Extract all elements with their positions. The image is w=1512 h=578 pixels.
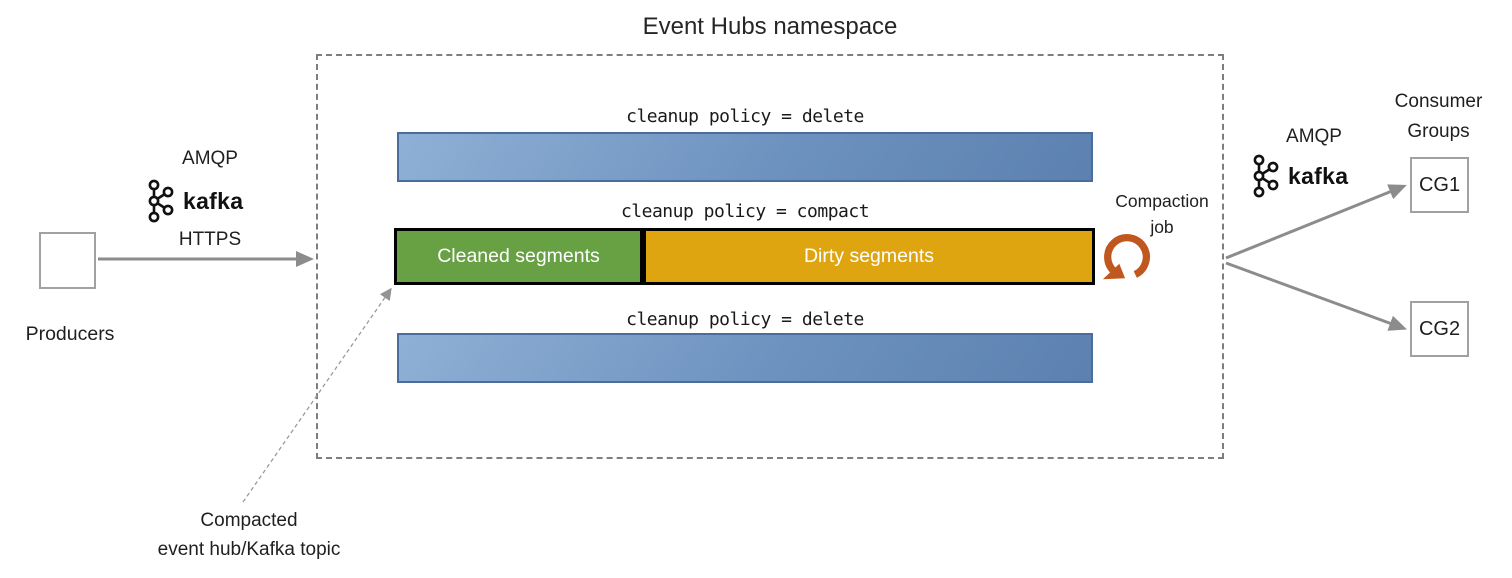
consumers-amqp-label: AMQP xyxy=(1286,126,1342,147)
compaction-loop-icon xyxy=(1102,234,1150,280)
producers-amqp-label: AMQP xyxy=(182,148,238,169)
producers-https-label: HTTPS xyxy=(178,229,242,250)
delete-topic-bar-1 xyxy=(397,132,1093,182)
compaction-label-line2: job xyxy=(1150,217,1174,237)
consumer-group-cg2-box: CG2 xyxy=(1410,301,1469,357)
compaction-job-label: Compaction job xyxy=(1101,188,1223,240)
compacted-topic-annotation: Compacted event hub/Kafka topic xyxy=(128,506,370,564)
consumer-groups-heading-line1: Consumer xyxy=(1394,91,1483,112)
page-title: Event Hubs namespace xyxy=(642,13,898,40)
compaction-label-line1: Compaction xyxy=(1115,191,1209,211)
cg1-label: CG1 xyxy=(1418,173,1461,196)
consumer-groups-heading: Consumer Groups xyxy=(1381,87,1496,147)
cleaned-segments: Cleaned segments xyxy=(397,231,640,282)
kafka-icon xyxy=(148,179,174,223)
kafka-wordmark: kafka xyxy=(1288,162,1349,189)
cleanup-policy-delete-label-1: cleanup policy = delete xyxy=(626,106,864,127)
dirty-segments: Dirty segments xyxy=(646,231,1092,282)
namespace-to-cg2-arrow xyxy=(1225,261,1408,331)
producers-kafka-logo: kafka xyxy=(146,179,243,223)
cg2-label: CG2 xyxy=(1418,317,1461,340)
kafka-icon xyxy=(1253,154,1279,198)
producers-label: Producers xyxy=(25,323,115,345)
cleanup-policy-compact-label: cleanup policy = compact xyxy=(620,201,870,222)
annotation-line2: event hub/Kafka topic xyxy=(157,539,341,560)
delete-topic-bar-2 xyxy=(397,333,1093,383)
kafka-wordmark: kafka xyxy=(183,187,244,214)
producers-box xyxy=(39,232,96,289)
namespace-to-cg1-arrow xyxy=(1225,184,1407,260)
compact-topic-bar: Cleaned segments Dirty segments xyxy=(394,228,1095,285)
consumers-kafka-logo: kafka xyxy=(1251,154,1348,198)
consumer-groups-heading-line2: Groups xyxy=(1407,121,1470,142)
annotation-line1: Compacted xyxy=(200,510,298,531)
consumer-group-cg1-box: CG1 xyxy=(1410,157,1469,213)
cleanup-policy-delete-label-2: cleanup policy = delete xyxy=(626,309,864,330)
event-hubs-namespace-box xyxy=(316,54,1224,459)
